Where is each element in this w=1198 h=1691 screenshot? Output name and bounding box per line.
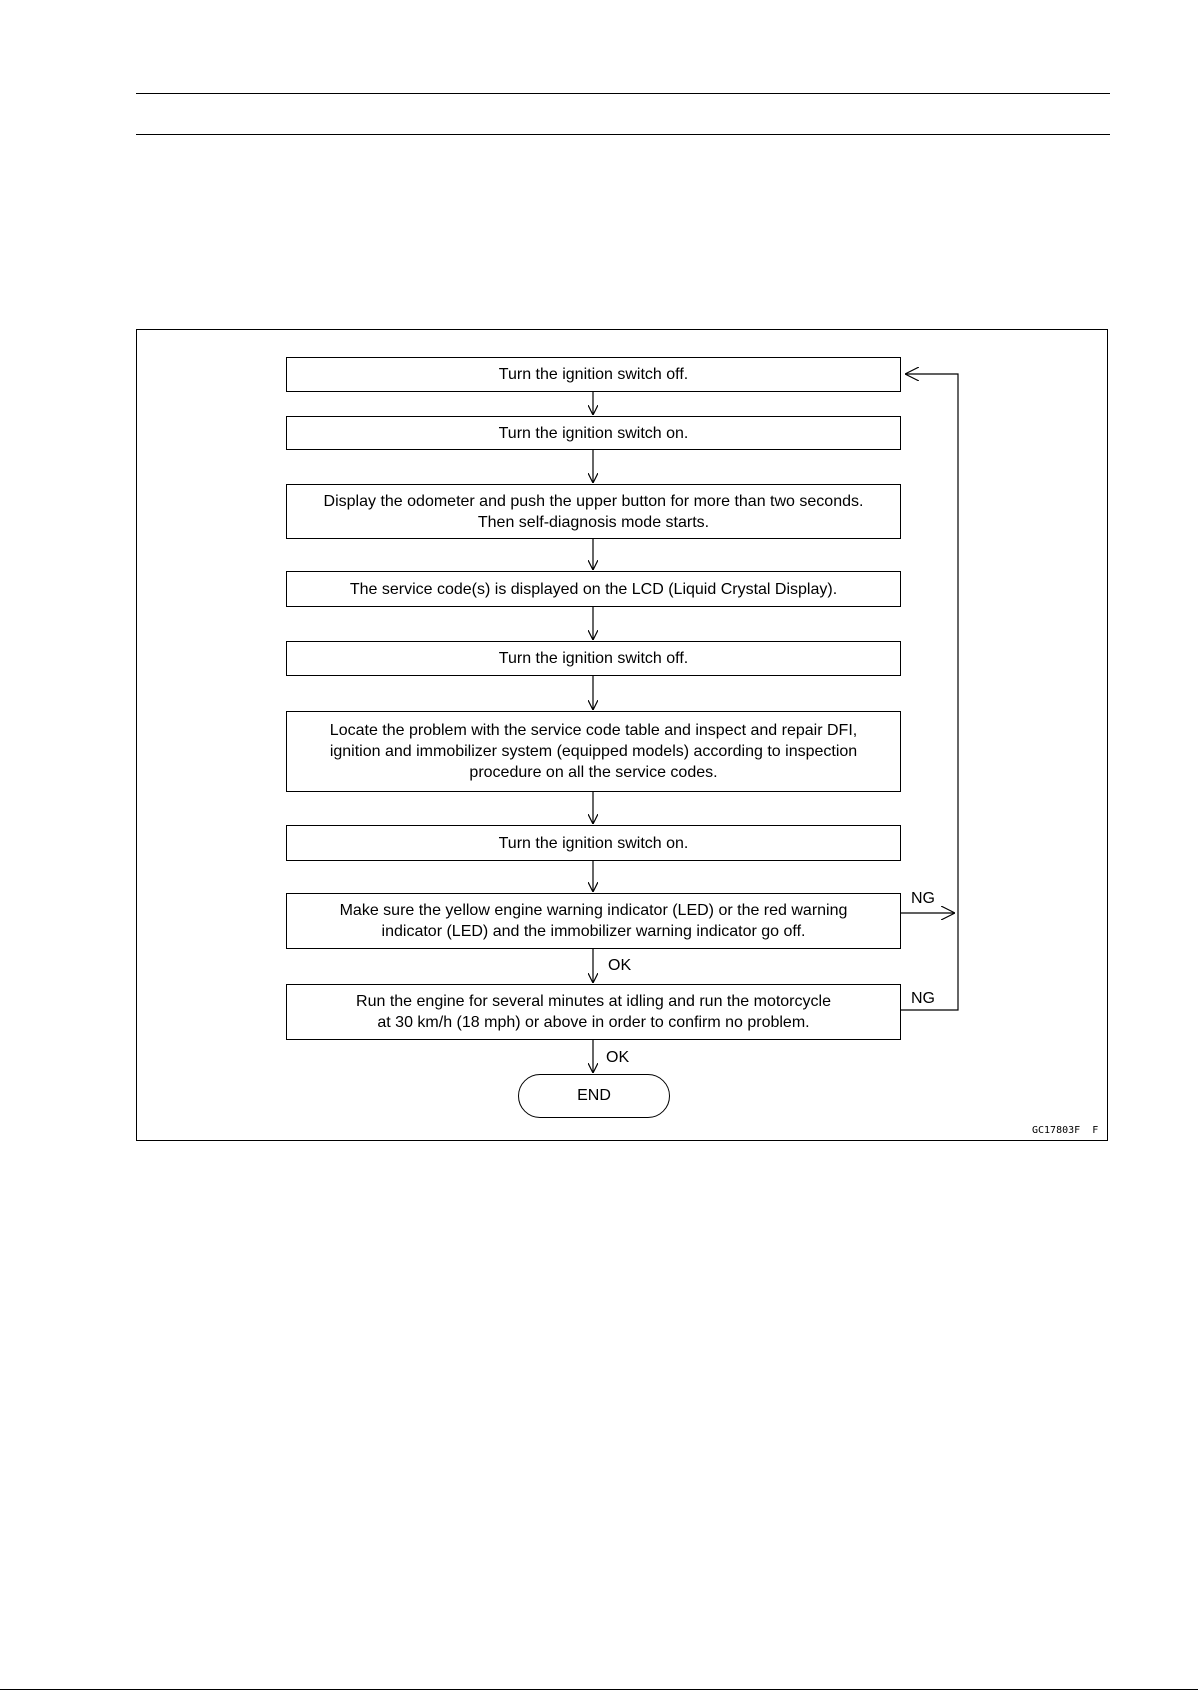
end-label: END xyxy=(577,1087,611,1104)
step-3-self-diagnosis: Display the odometer and push the upper … xyxy=(286,484,901,539)
step-5-ignition-off: Turn the ignition switch off. xyxy=(286,641,901,676)
step-9-run-engine: Run the engine for several minutes at id… xyxy=(286,984,901,1040)
step-6-line-2: ignition and immobilizer system (equippe… xyxy=(329,743,858,760)
ng-label-step8: NG xyxy=(911,890,935,907)
flowchart-frame xyxy=(136,329,1108,1141)
step-1-line-1: Turn the ignition switch off. xyxy=(498,366,689,383)
step-6-line-1: Locate the problem with the service code… xyxy=(329,722,858,739)
step-5-line-1: Turn the ignition switch off. xyxy=(498,650,689,667)
step-7-ignition-on: Turn the ignition switch on. xyxy=(286,825,901,861)
step-8-check-indicators: Make sure the yellow engine warning indi… xyxy=(286,893,901,949)
step-2-line-1: Turn the ignition switch on. xyxy=(498,424,689,442)
ok-label-step9: OK xyxy=(606,1049,630,1066)
step-9-line-2: at 30 km/h (18 mph) or above in order to… xyxy=(377,1014,810,1031)
step-9-line-1: Run the engine for several minutes at id… xyxy=(356,993,831,1010)
step-4-line-1: The service code(s) is displayed on the … xyxy=(349,580,838,598)
loop-ng-step9 xyxy=(901,374,959,1011)
figure-code: GC17803F F xyxy=(1032,1125,1099,1136)
step-3-line-2: Then self-diagnosis mode starts. xyxy=(477,513,710,531)
header-rule-bottom xyxy=(136,134,1110,135)
ng-label-step9: NG xyxy=(911,990,935,1007)
step-4-service-code-display: The service code(s) is displayed on the … xyxy=(286,571,901,607)
step-2-ignition-on: Turn the ignition switch on. xyxy=(286,416,901,450)
page-bottom-rule xyxy=(0,1689,1198,1690)
ok-label-step8: OK xyxy=(608,957,632,974)
step-8-line-1: Make sure the yellow engine warning indi… xyxy=(339,902,848,919)
step-6-locate-problem: Locate the problem with the service code… xyxy=(286,711,901,792)
end-terminal: END xyxy=(518,1074,670,1118)
step-6-line-3: procedure on all the service codes. xyxy=(469,764,718,781)
step-7-line-1: Turn the ignition switch on. xyxy=(498,834,689,852)
step-8-line-2: indicator (LED) and the immobilizer warn… xyxy=(381,923,806,940)
step-1-ignition-off: Turn the ignition switch off. xyxy=(286,357,901,392)
header-rule-top xyxy=(136,93,1110,94)
step-3-line-1: Display the odometer and push the upper … xyxy=(323,492,864,510)
